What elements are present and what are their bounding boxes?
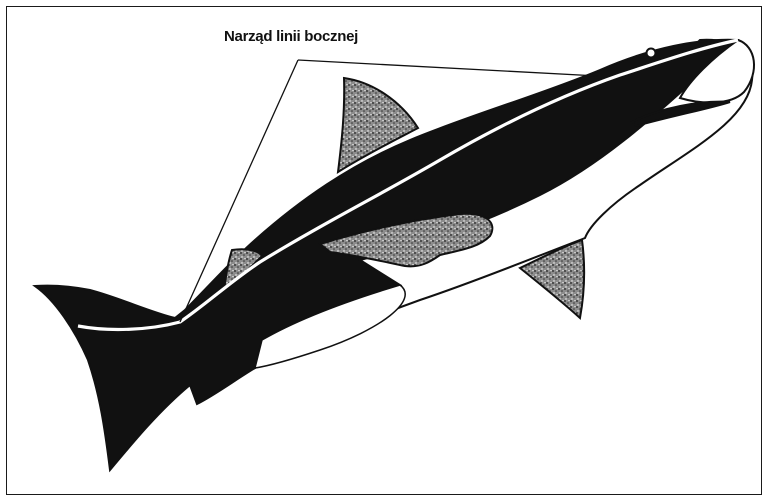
lateral-line-label: Narząd linii bocznej	[224, 28, 358, 45]
shark-eye	[647, 49, 656, 58]
annotation-line-right	[298, 60, 598, 76]
